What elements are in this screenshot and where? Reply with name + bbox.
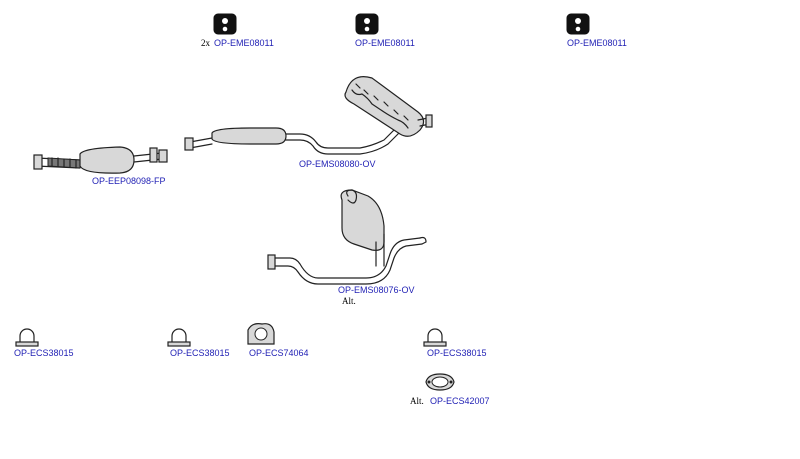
part-link-clamp-3[interactable]: OP-ECS74064 [249,348,309,358]
part-link-clamp-1[interactable]: OP-ECS38015 [14,348,74,358]
pipe-clamp-icon[interactable] [423,328,447,347]
part-link-hanger-3[interactable]: OP-EME08011 [567,38,627,48]
rubber-hanger-icon[interactable] [355,13,379,35]
part-link-alt-silencer[interactable]: OP-EMS08076-OV [338,285,415,295]
part-link-clamp-4[interactable]: OP-ECS38015 [427,348,487,358]
part-link-hanger-2[interactable]: OP-EME08011 [355,38,415,48]
pipe-clamp-icon[interactable] [167,328,191,347]
part-link-front-pipe[interactable]: OP-EEP08098-FP [92,176,166,186]
part-link-gasket[interactable]: OP-ECS42007 [430,396,490,406]
alt-note-gasket: Alt. [410,396,424,406]
rubber-hanger-icon[interactable] [213,13,237,35]
pipe-clamp-icon[interactable] [15,328,39,347]
alt-note: Alt. [342,296,356,306]
part-link-rear-silencer[interactable]: OP-EMS08080-OV [299,159,376,169]
part-link-clamp-2[interactable]: OP-ECS38015 [170,348,230,358]
front-pipe-silencer[interactable] [33,146,168,174]
quantity-note: 2x [201,38,210,48]
rear-silencer-assembly[interactable] [184,76,433,155]
pipe-clamp-icon[interactable] [247,323,275,345]
flange-gasket-icon[interactable] [425,373,455,391]
rubber-hanger-icon[interactable] [566,13,590,35]
alternative-silencer[interactable] [267,189,427,285]
part-link-hanger-1[interactable]: OP-EME08011 [214,38,274,48]
